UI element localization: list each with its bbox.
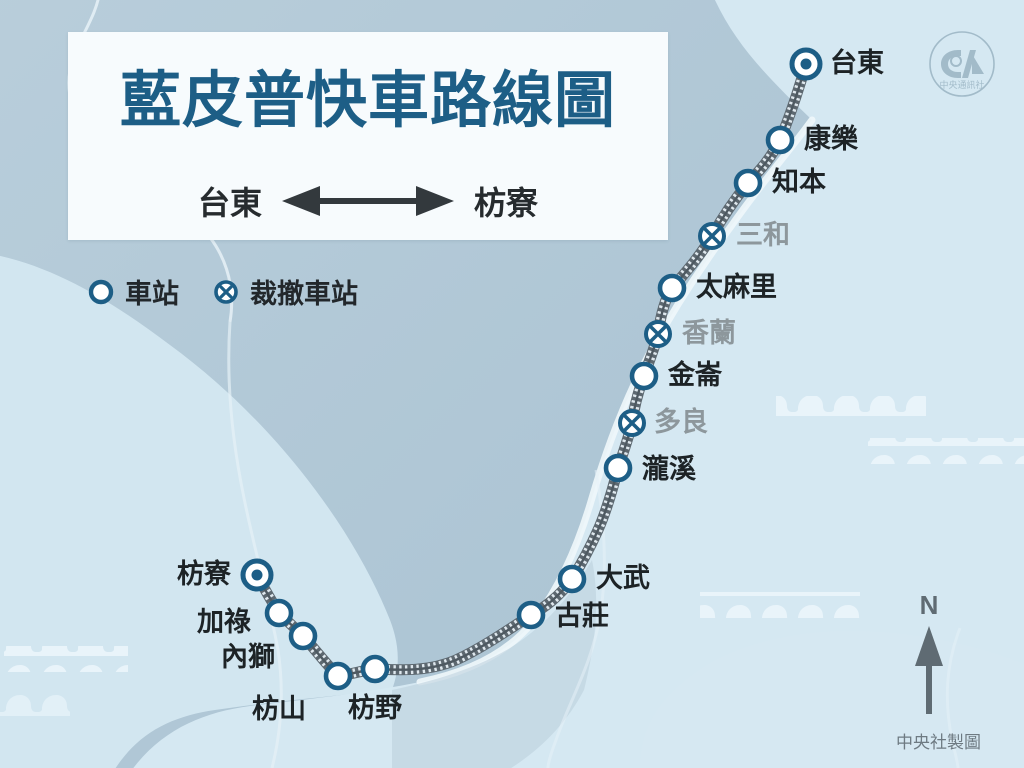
station-circle-icon[interactable] [516, 600, 546, 630]
station-circle-icon[interactable] [557, 564, 587, 594]
station-label-康樂: 康樂 [804, 124, 858, 154]
station-label-知本: 知本 [772, 167, 826, 197]
legend: 車站 裁撤車站 [88, 272, 358, 311]
terminus-station-icon[interactable] [789, 47, 823, 81]
credit-line: 中央社製圖 [896, 733, 981, 752]
station-label-枋山: 枋山 [252, 694, 306, 724]
closed-station-x-icon [214, 279, 238, 304]
route-origin-label: 台東 [197, 185, 262, 221]
station-label-香蘭: 香蘭 [682, 318, 736, 348]
closed-station-x-icon[interactable] [617, 408, 647, 438]
wave-band-left [4, 646, 128, 672]
boundary-line-south [227, 321, 283, 768]
station-label-瀧溪: 瀧溪 [642, 454, 696, 484]
station-label-大武: 大武 [596, 563, 650, 593]
title-card: 藍皮普快車路線圖 台東 枋寮 [68, 32, 668, 240]
station-circle-icon[interactable] [657, 273, 687, 303]
cna-logo-icon: 中央通訊社 [929, 31, 995, 97]
wave-band-right-upper [776, 396, 926, 422]
legend-item-open-station: 車站 [88, 272, 179, 311]
station-label-枋野: 枋野 [348, 693, 402, 723]
north-arrow-icon [915, 626, 943, 714]
station-label-台東: 台東 [830, 48, 884, 78]
station-label-金崙: 金崙 [668, 360, 722, 390]
route-endpoints: 台東 枋寮 [68, 178, 668, 224]
legend-label-closed-station: 裁撤車站 [250, 279, 358, 309]
boundary-line-ridge [546, 469, 606, 768]
cna-logo-caption: 中央通訊社 [939, 79, 984, 90]
wave-band-left-lower [0, 692, 70, 718]
legend-label-open-station: 車站 [125, 279, 179, 309]
wave-band-right-lower [868, 438, 1024, 464]
closed-station-x-icon[interactable] [643, 319, 673, 349]
station-circle-icon[interactable] [629, 361, 659, 391]
station-circle-icon[interactable] [360, 654, 390, 684]
boundary-line-inlet [945, 627, 962, 768]
compass-north-letter: N [919, 590, 939, 620]
route-destination-label: 枋寮 [474, 185, 539, 221]
station-label-內獅: 內獅 [221, 642, 275, 672]
double-arrow-icon [282, 186, 454, 216]
station-label-多良: 多良 [654, 407, 708, 437]
inland-band [392, 560, 597, 768]
station-circle-icon [88, 279, 114, 304]
page-title: 藍皮普快車路線圖 [119, 66, 616, 134]
wave-band-right-bottom [700, 592, 860, 618]
station-circle-icon[interactable] [264, 598, 294, 628]
legend-item-closed-station: 裁撤車站 [213, 272, 358, 311]
station-circle-icon[interactable] [288, 621, 318, 651]
station-label-太麻里: 太麻里 [696, 272, 777, 302]
station-circle-icon[interactable] [733, 168, 763, 198]
station-label-枋寮: 枋寮 [177, 559, 231, 589]
closed-station-x-icon[interactable] [697, 221, 727, 251]
station-label-加祿: 加祿 [197, 607, 251, 637]
compass: N [912, 592, 946, 721]
station-circle-icon[interactable] [323, 661, 353, 691]
station-label-三和: 三和 [736, 220, 790, 250]
wave-decoration-group [0, 396, 1024, 718]
station-circle-icon[interactable] [603, 453, 633, 483]
station-label-古莊: 古莊 [555, 601, 609, 631]
terminus-station-icon[interactable] [240, 558, 274, 592]
station-circle-icon[interactable] [765, 125, 795, 155]
